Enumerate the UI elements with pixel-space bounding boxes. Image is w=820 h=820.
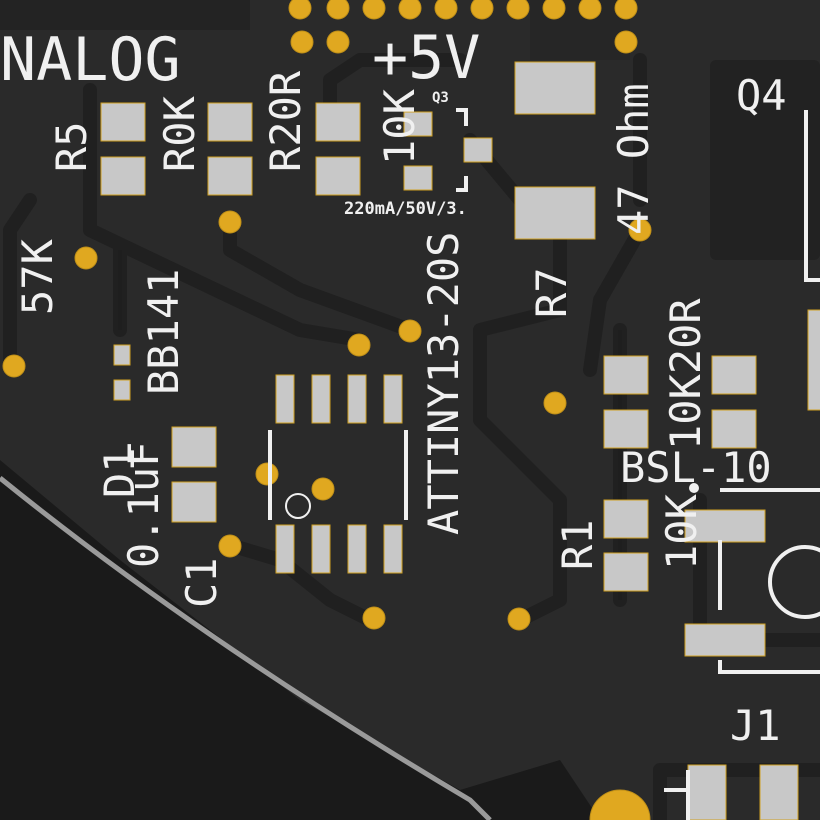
label-attiny: ATTINY13-20S xyxy=(419,232,468,535)
pad xyxy=(347,524,367,574)
via xyxy=(398,319,422,343)
label-c1: C1 xyxy=(177,557,226,608)
via xyxy=(628,218,652,242)
pad xyxy=(603,409,649,449)
pad xyxy=(311,524,331,574)
via xyxy=(362,606,386,630)
pad xyxy=(684,509,766,543)
via xyxy=(288,0,312,20)
label-r7: R7 xyxy=(527,267,576,318)
pad xyxy=(207,102,253,142)
via xyxy=(218,534,242,558)
via xyxy=(2,354,26,378)
label-r47: 47 Ohm xyxy=(609,83,658,235)
label-r120: R20R xyxy=(261,70,310,172)
via xyxy=(218,210,242,234)
via-group xyxy=(2,0,652,820)
label-q3: Q3 xyxy=(432,90,449,106)
pad xyxy=(463,137,493,163)
via xyxy=(347,333,371,357)
label-r1: R1 xyxy=(553,519,602,570)
silk-outlines xyxy=(268,108,820,820)
label-d1: D1 xyxy=(95,447,144,498)
via xyxy=(255,462,279,486)
via xyxy=(506,0,530,20)
via xyxy=(507,607,531,631)
pad xyxy=(514,61,596,115)
pad xyxy=(171,481,217,523)
label-j1: J1 xyxy=(730,701,781,750)
pad xyxy=(275,374,295,424)
pad xyxy=(403,111,433,137)
label-bsl: BSL-10 xyxy=(620,443,772,492)
via xyxy=(614,30,638,54)
via xyxy=(362,0,386,20)
via xyxy=(326,0,350,20)
pad xyxy=(514,186,596,240)
pad xyxy=(383,524,403,574)
via xyxy=(578,0,602,20)
pad xyxy=(759,764,799,820)
pin1-dot xyxy=(689,483,699,493)
pad xyxy=(687,764,727,820)
via xyxy=(542,0,566,20)
pad xyxy=(711,355,757,395)
via xyxy=(543,391,567,415)
via xyxy=(326,30,350,54)
pad xyxy=(711,409,757,449)
silk-text: NALOG +5V Q4 Q3 220mA/50V/3. J1 BSL-10 R… xyxy=(0,23,787,750)
label-r5-value: R0K xyxy=(155,95,204,172)
pad xyxy=(275,524,295,574)
pad xyxy=(315,102,361,142)
pad xyxy=(603,552,649,592)
pad xyxy=(113,379,131,401)
via xyxy=(398,0,422,20)
pad xyxy=(603,355,649,395)
label-cap-value: 0.1uF xyxy=(119,442,168,568)
via xyxy=(470,0,494,20)
label-r5: R5 xyxy=(47,121,96,172)
pad xyxy=(684,623,766,657)
pad xyxy=(603,499,649,539)
label-plus5v: +5V xyxy=(372,23,480,93)
label-analog: NALOG xyxy=(0,25,181,95)
via xyxy=(614,0,638,20)
board-outline xyxy=(0,476,492,820)
pad-group xyxy=(100,61,820,820)
pad xyxy=(315,156,361,196)
via xyxy=(434,0,458,20)
pad xyxy=(311,374,331,424)
label-r10k: 10K xyxy=(375,88,424,165)
label-q3-rating: 220mA/50V/3. xyxy=(344,199,467,219)
pad xyxy=(100,102,146,142)
label-r10k2: 10K xyxy=(657,493,706,570)
pad xyxy=(171,426,217,468)
label-q4: Q4 xyxy=(736,71,787,120)
pad xyxy=(113,344,131,366)
label-r10k20r: 10K20R xyxy=(661,298,710,450)
via xyxy=(311,477,335,501)
pad xyxy=(403,165,433,191)
pad xyxy=(383,374,403,424)
via xyxy=(290,30,314,54)
pad xyxy=(347,374,367,424)
via xyxy=(589,789,651,820)
via xyxy=(74,246,98,270)
pad xyxy=(807,309,820,411)
pad xyxy=(100,156,146,196)
label-bb141: BB141 xyxy=(139,269,188,395)
pad xyxy=(207,156,253,196)
label-r57k: 57K xyxy=(13,238,62,315)
